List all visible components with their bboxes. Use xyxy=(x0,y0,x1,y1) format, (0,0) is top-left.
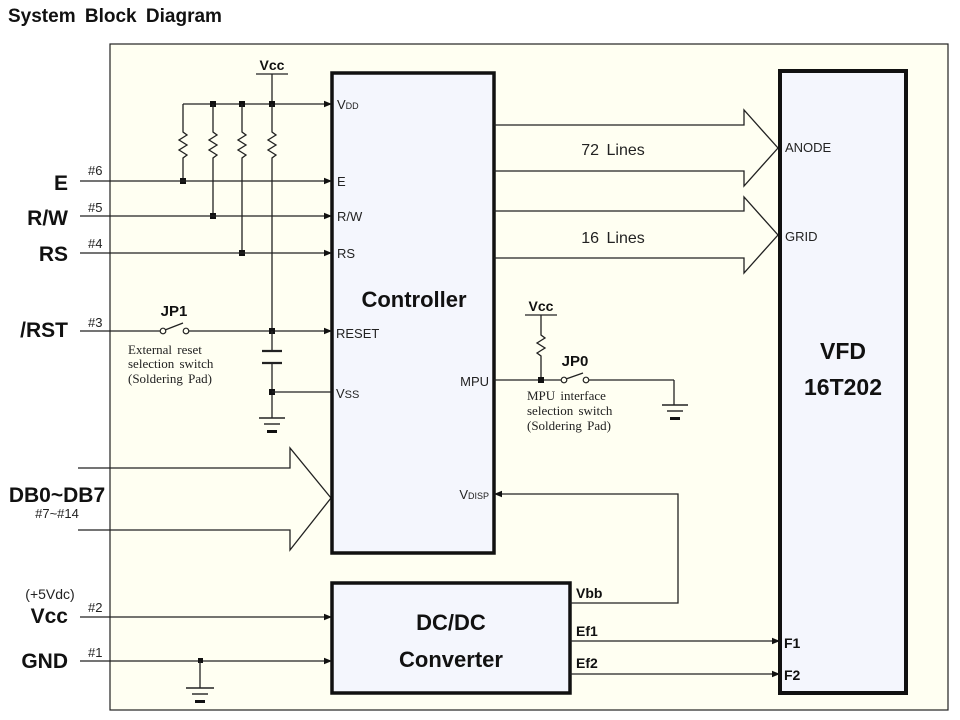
jp1-switch-icon xyxy=(164,322,184,331)
dcdc-ef1-label: Ef1 xyxy=(576,623,598,639)
anode-bus-label: 72 Lines xyxy=(581,142,645,159)
pin-e: E #6 xyxy=(54,163,102,195)
controller-title: Controller xyxy=(361,287,467,312)
resistor-icon xyxy=(177,104,189,181)
port-reset: RESET xyxy=(336,326,379,341)
dcdc-block: DC/DC Converter Vbb Ef1 Ef2 xyxy=(330,581,602,695)
pin-vcc: (+5Vdc) Vcc #2 xyxy=(25,586,102,628)
port-vdd: VDD xyxy=(337,97,359,112)
pin-rw-number: #5 xyxy=(88,200,102,215)
pin-db-label: DB0~DB7 xyxy=(9,484,105,507)
dcdc-title-line2: Converter xyxy=(399,647,503,672)
pin-db-number: #7~#14 xyxy=(35,506,79,521)
ground-icon xyxy=(259,417,285,433)
resistor-icon xyxy=(266,104,278,330)
jp1-contact-icon xyxy=(159,327,167,335)
port-f2: F2 xyxy=(784,667,801,683)
pin-rst: /RST #3 xyxy=(20,315,102,342)
pin-e-label: E xyxy=(54,172,68,195)
jp0-switch-icon xyxy=(565,372,584,380)
dcdc-title-line1: DC/DC xyxy=(416,610,486,635)
pin-db: DB0~DB7 #7~#14 xyxy=(9,484,105,521)
reset-circuit: JP1 External reset selection switch (Sol… xyxy=(80,303,332,433)
pin-gnd-label: GND xyxy=(21,650,68,673)
port-rs: RS xyxy=(337,246,355,261)
pin-rs-label: RS xyxy=(39,243,68,266)
port-vdisp: VDISP xyxy=(459,487,489,502)
jp0-label: JP0 xyxy=(562,353,589,370)
jp0-contact-icon xyxy=(560,376,568,384)
pin-rw: R/W #5 xyxy=(27,200,102,230)
dcdc-vbb-label: Vbb xyxy=(576,585,602,601)
diagram-title: System Block Diagram xyxy=(8,6,222,27)
port-grid: GRID xyxy=(785,229,818,244)
vbb-feedback-wire xyxy=(494,490,679,604)
pin-vcc-label: Vcc xyxy=(31,605,69,628)
jp1-note-line3: (Soldering Pad) xyxy=(128,371,212,386)
ground-icon xyxy=(662,404,688,420)
controller-block: Controller VDD E R/W RS RESET VSS MPU VD… xyxy=(330,71,496,555)
vfd-title-line2: 16T202 xyxy=(804,374,882,400)
port-e: E xyxy=(337,174,346,189)
jp1-contact-icon xyxy=(182,327,190,335)
grid-bus-label: 16 Lines xyxy=(581,230,645,247)
dcdc-ef2-label: Ef2 xyxy=(576,655,598,671)
pin-rst-label: /RST xyxy=(20,319,68,342)
port-rw: R/W xyxy=(337,209,363,224)
port-f1: F1 xyxy=(784,635,801,651)
jp0-note-line2: selection switch xyxy=(527,403,613,418)
resistor-icon xyxy=(236,104,248,253)
pin-vcc-note: (+5Vdc) xyxy=(25,586,74,602)
vfd-block: VFD 16T202 ANODE GRID F1 F2 xyxy=(778,69,908,695)
jp0-note-line3: (Soldering Pad) xyxy=(527,418,611,433)
mpu-circuit: Vcc JP0 MPU interface selection switch (… xyxy=(494,298,688,433)
resistor-icon xyxy=(207,104,219,216)
port-mpu: MPU xyxy=(460,374,489,389)
pin-rs-number: #4 xyxy=(88,236,102,251)
jp0-contact-icon xyxy=(582,376,590,384)
pin-e-number: #6 xyxy=(88,163,102,178)
gnd-ground xyxy=(186,658,214,703)
jp1-label: JP1 xyxy=(161,303,188,320)
jp1-note-line1: External reset xyxy=(128,342,202,357)
vfd-title-line1: VFD xyxy=(820,338,866,364)
pin-rst-number: #3 xyxy=(88,315,102,330)
port-vss: VSS xyxy=(336,386,359,401)
pin-vcc-number: #2 xyxy=(88,600,102,615)
vcc-top-label: Vcc xyxy=(260,57,285,73)
pin-gnd-number: #1 xyxy=(88,645,102,660)
port-anode: ANODE xyxy=(785,140,832,155)
pin-rs: RS #4 xyxy=(39,236,103,266)
pin-rw-label: R/W xyxy=(27,207,68,230)
ground-icon xyxy=(186,687,214,703)
jp0-note-line1: MPU interface xyxy=(527,388,606,403)
pin-gnd: GND #1 xyxy=(21,645,102,673)
jp1-note-line2: selection switch xyxy=(128,356,214,371)
resistor-icon xyxy=(535,315,547,380)
vcc-mpu-label: Vcc xyxy=(529,298,554,314)
